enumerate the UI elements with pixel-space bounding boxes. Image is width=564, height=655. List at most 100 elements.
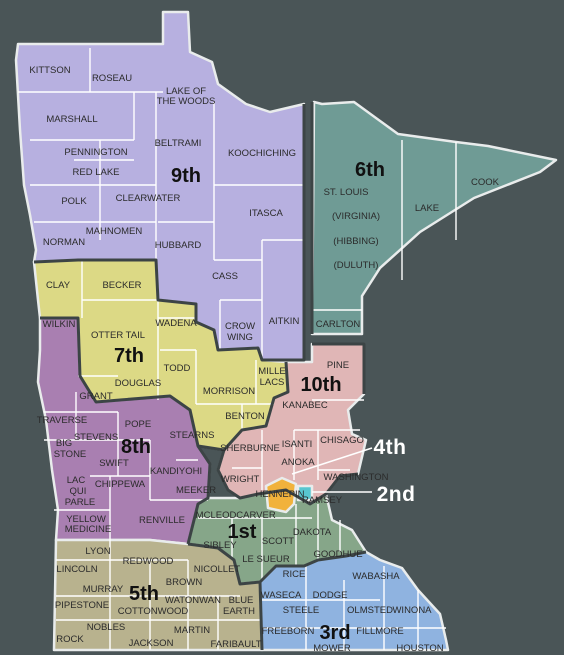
county-label: (DULUTH) <box>334 260 379 271</box>
county-label: KANABEC <box>282 400 328 411</box>
county-label: PIPESTONE <box>55 600 109 611</box>
county-label: DOUGLAS <box>115 378 161 389</box>
district-label-4th: 4th <box>374 436 407 459</box>
district-label-1st: 1st <box>228 521 257 543</box>
county-label: CLEARWATER <box>116 193 181 204</box>
county-label: FARIBAULT <box>210 639 261 650</box>
county-label: LINCOLN <box>56 564 97 575</box>
county-label: CHIPPEWA <box>95 479 146 490</box>
county-label: STEELE <box>283 605 319 616</box>
pointer-line-4th <box>291 447 373 475</box>
county-label: WASECA <box>261 590 302 601</box>
county-label: SWIFT <box>99 458 129 469</box>
district-label-2nd: 2nd <box>377 483 416 506</box>
county-label: RED LAKE <box>73 167 120 178</box>
county-label: BECKER <box>102 280 141 291</box>
county-label: ANOKA <box>281 457 315 468</box>
county-label: CASS <box>212 271 238 282</box>
county-label: THE WOODS <box>157 96 216 107</box>
county-label: AITKIN <box>269 316 300 327</box>
county-label: CHISAGO <box>320 435 364 446</box>
county-label: HOUSTON <box>396 643 443 654</box>
district-4th-region[interactable] <box>264 476 298 514</box>
county-label: CROW <box>225 321 255 332</box>
county-label: WADENA <box>155 318 197 329</box>
metro-pointers <box>291 447 373 493</box>
county-label: ROCK <box>56 634 84 645</box>
county-label: WILKIN <box>43 319 76 330</box>
county-label: NORMAN <box>43 237 85 248</box>
county-label: MARTIN <box>174 625 210 636</box>
county-label: MCLEOD <box>196 510 237 521</box>
county-label: NICOLLET <box>194 564 241 575</box>
county-label: PARLE <box>65 497 95 508</box>
county-label: LAKE OF <box>166 86 206 97</box>
district-label-8th: 8th <box>121 436 151 458</box>
county-label: KITTSON <box>29 65 70 76</box>
county-label: LYON <box>85 546 110 557</box>
county-label: BROWN <box>166 577 203 588</box>
county-label: LACS <box>260 377 285 388</box>
county-label: STEVENS <box>74 432 118 443</box>
county-label: BIG <box>56 438 72 449</box>
county-label: DODGE <box>313 590 348 601</box>
county-label: MARSHALL <box>46 114 97 125</box>
county-label: NOBLES <box>87 622 126 633</box>
county-label: COTTONWOOD <box>118 606 189 617</box>
county-label: PENNINGTON <box>64 147 127 158</box>
county-label: WASHINGTON <box>324 472 389 483</box>
county-label: KOOCHICHING <box>228 148 296 159</box>
district-borders <box>33 102 367 651</box>
county-label: GRANT <box>79 391 112 402</box>
county-label: MORRISON <box>203 386 255 397</box>
county-label: EARTH <box>223 606 255 617</box>
district-label-3rd: 3rd <box>319 622 350 644</box>
county-label: CARVER <box>236 510 276 521</box>
county-label: GOODHUE <box>313 549 362 560</box>
county-label: ITASCA <box>249 208 283 219</box>
county-label: SIBLEY <box>203 540 237 551</box>
county-label: OTTER TAIL <box>91 330 145 341</box>
county-label: TODD <box>164 363 191 374</box>
county-label: MILLE <box>258 366 285 377</box>
county-label: LE SUEUR <box>242 554 290 565</box>
county-label: COOK <box>471 177 500 188</box>
county-label: BENTON <box>225 411 265 422</box>
county-label: SCOTT <box>262 536 294 547</box>
county-label: RAMSEY <box>302 495 343 506</box>
district-6th-region[interactable] <box>310 100 558 336</box>
county-lines <box>18 48 457 650</box>
county-label: CLAY <box>46 280 71 291</box>
county-label: POPE <box>125 419 151 430</box>
county-label: RENVILLE <box>139 515 185 526</box>
county-label: LAKE <box>415 203 439 214</box>
county-label: WRIGHT <box>221 474 260 485</box>
district-label-7th: 7th <box>114 345 144 367</box>
county-label: POLK <box>61 196 87 207</box>
county-label: MAHNOMEN <box>86 226 143 237</box>
county-label: YELLOW <box>66 514 106 525</box>
county-label: MURRAY <box>83 584 124 595</box>
county-label: MEEKER <box>176 485 216 496</box>
county-label: HENNEPIN <box>255 489 304 500</box>
county-label: LAC <box>67 475 86 486</box>
county-label: CARLTON <box>316 319 361 330</box>
county-label: TRAVERSE <box>37 415 88 426</box>
county-label: STONE <box>54 449 87 460</box>
county-label: HUBBARD <box>155 240 202 251</box>
county-label: SHERBURNE <box>220 443 280 454</box>
county-label: (VIRGINIA) <box>332 211 380 222</box>
county-label: BLUE <box>229 595 254 606</box>
county-label: (HIBBING) <box>333 236 378 247</box>
district-label-6th: 6th <box>355 159 385 181</box>
district-label-9th: 9th <box>171 165 201 187</box>
county-label: ISANTI <box>282 439 313 450</box>
county-label: ROSEAU <box>92 73 132 84</box>
county-label: DAKOTA <box>293 527 332 538</box>
county-label: WING <box>227 332 253 343</box>
county-label: WABASHA <box>352 571 400 582</box>
county-label: OLMSTED <box>347 605 393 616</box>
county-label: REDWOOD <box>123 556 174 567</box>
